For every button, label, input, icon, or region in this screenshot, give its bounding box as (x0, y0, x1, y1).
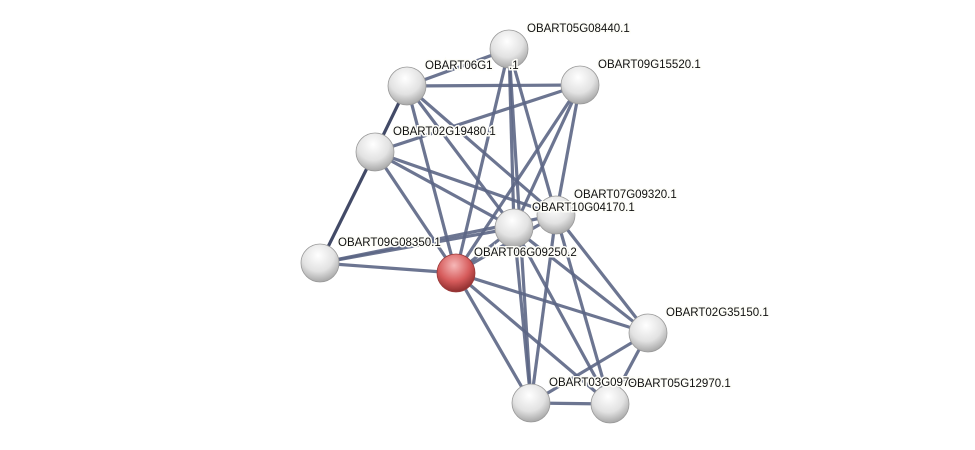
node-label: OBART06G1 (425, 60, 493, 72)
edge-E-K[interactable] (554, 214, 612, 405)
node-label: OBART06G09250.2 (474, 247, 577, 259)
protein-node[interactable] (489, 29, 529, 69)
edge-F-J[interactable] (512, 227, 533, 404)
protein-node[interactable] (387, 66, 427, 106)
edge-D-H[interactable] (373, 151, 458, 274)
edge-I-J[interactable] (530, 331, 649, 405)
edge-F-K[interactable] (512, 227, 612, 405)
edge-D-F[interactable] (374, 150, 515, 230)
edge-F-I[interactable] (513, 226, 649, 335)
edge-B-C[interactable] (406, 83, 581, 88)
protein-node[interactable] (628, 313, 668, 353)
edge-C-F[interactable] (512, 84, 582, 229)
edge-H-J[interactable] (454, 272, 533, 404)
node-label: OBART03G09790.1 (549, 377, 652, 389)
node-label: OBART07G09320.1 (574, 189, 677, 201)
edge-C-E[interactable] (554, 84, 582, 216)
edges-layer (318, 47, 650, 406)
edge-G-H[interactable] (319, 261, 457, 275)
edge-H-I[interactable] (455, 271, 649, 335)
node-label: OBART09G08350.1 (338, 237, 441, 249)
edge-E-J[interactable] (529, 214, 558, 404)
nodes-layer (300, 29, 668, 424)
node-label: OBART05G08440.1 (527, 23, 630, 35)
edge-D-G[interactable] (318, 151, 377, 264)
edge-B-F[interactable] (405, 85, 516, 229)
edge-D-C[interactable] (374, 83, 581, 154)
edge-H-K[interactable] (454, 271, 612, 406)
query-protein-node[interactable] (436, 253, 476, 293)
node-label: OBART02G35150.1 (666, 307, 769, 319)
edge-E-I[interactable] (554, 214, 650, 334)
edge-B-H[interactable] (405, 85, 458, 274)
node-label: OBART05G12970.1 (628, 378, 731, 390)
edge-B-E[interactable] (405, 84, 558, 217)
edge-C-H[interactable] (454, 84, 582, 274)
protein-node[interactable] (536, 195, 576, 235)
protein-node[interactable] (590, 384, 630, 424)
node-label-tail: .1 (509, 60, 519, 72)
edge-A-E[interactable] (507, 48, 558, 216)
node-label: OBART10G04170.1 (532, 202, 635, 214)
protein-node[interactable] (494, 208, 534, 248)
node-label: OBART09G15520.1 (598, 59, 701, 71)
protein-node[interactable] (355, 132, 395, 172)
protein-node[interactable] (560, 65, 600, 105)
node-label: OBART02G19480.1 (393, 126, 496, 138)
protein-node[interactable] (300, 243, 340, 283)
protein-node[interactable] (511, 383, 551, 423)
